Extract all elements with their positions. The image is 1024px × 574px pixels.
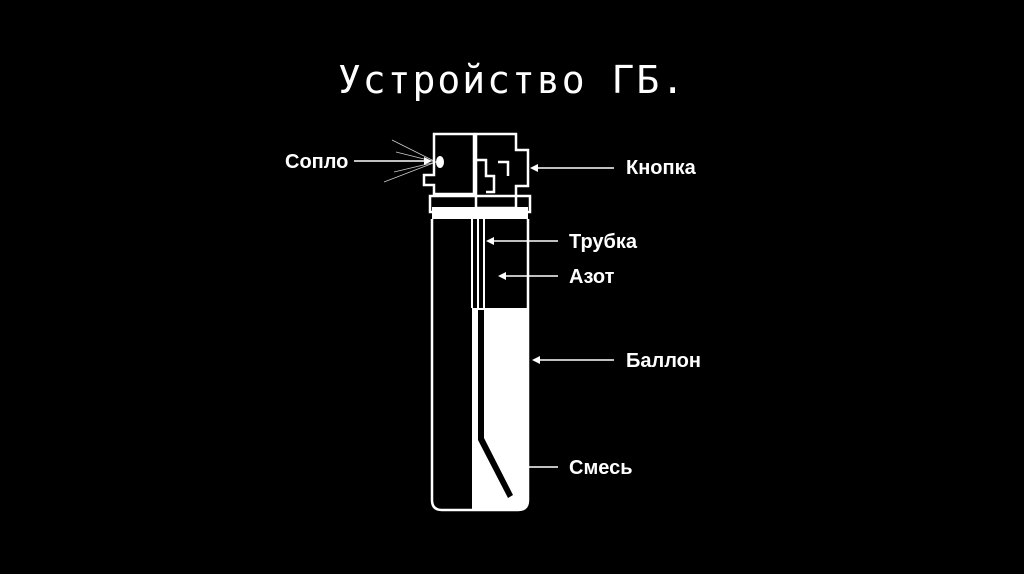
label-tube: Трубка	[569, 231, 638, 253]
label-nozzle: Сопло	[285, 151, 348, 173]
page-title: Устройство ГБ.	[337, 58, 687, 102]
label-mixture: Смесь	[569, 457, 633, 479]
nozzle-orifice	[436, 156, 444, 168]
dip-tube-lower	[478, 310, 513, 498]
actuator-head	[422, 132, 532, 214]
dip-tube-upper	[477, 212, 485, 310]
label-cylinder: Баллон	[626, 350, 701, 372]
label-arrows	[354, 157, 614, 471]
label-button: Кнопка	[626, 157, 697, 179]
mixture-fill	[472, 308, 528, 510]
cylinder-shoulder	[432, 207, 528, 219]
label-nitrogen: Азот	[569, 266, 615, 288]
